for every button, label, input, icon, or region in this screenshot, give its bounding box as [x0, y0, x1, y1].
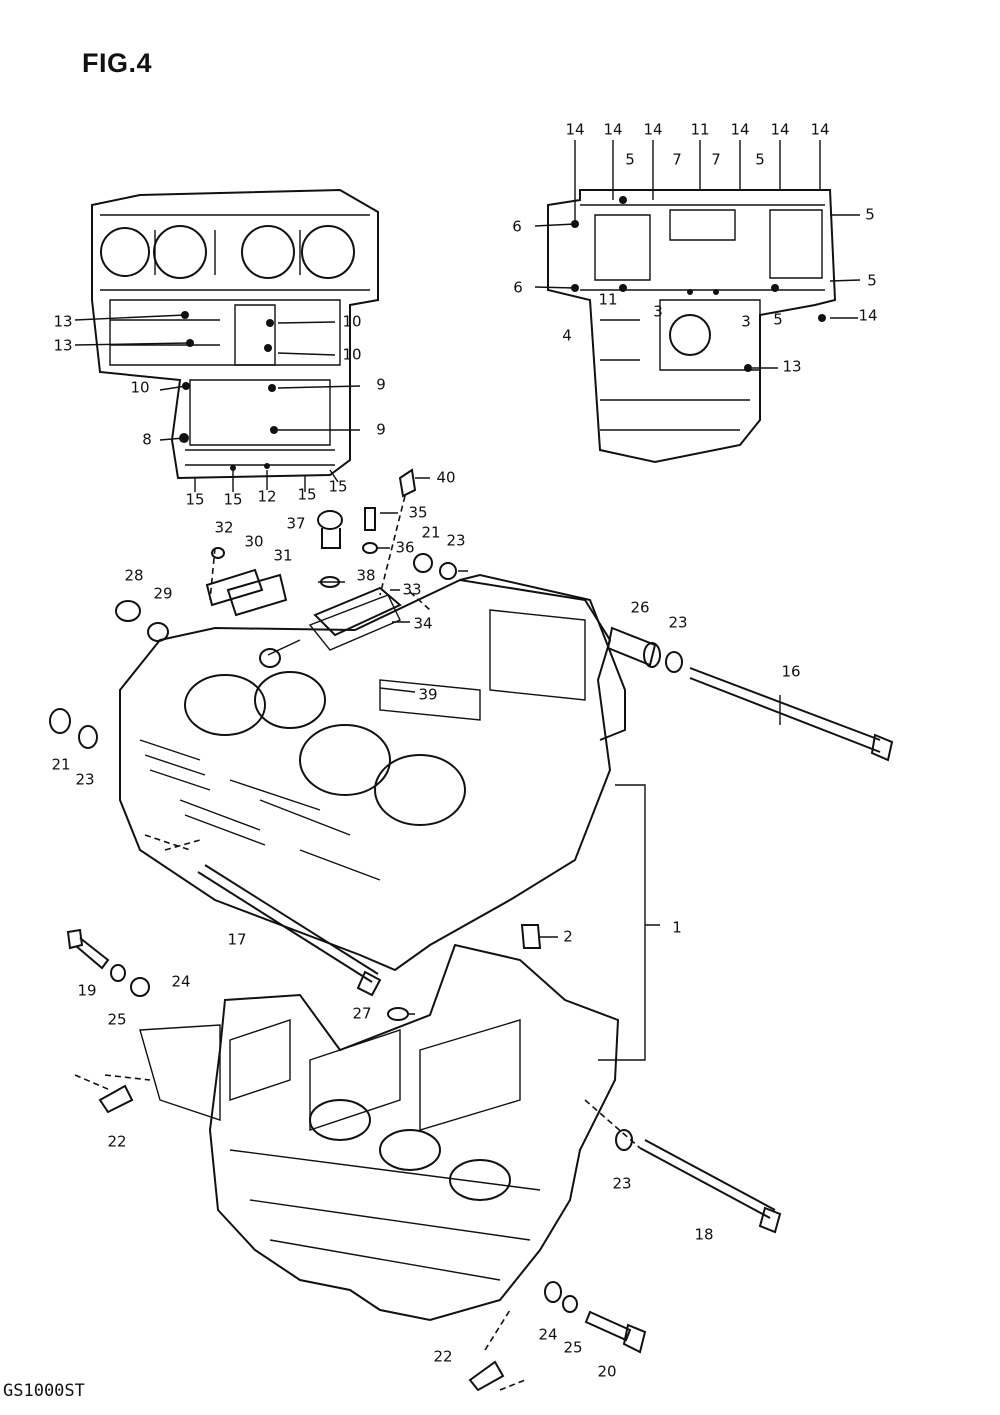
callout-11: 11 [598, 290, 618, 309]
callout-10: 10 [342, 345, 362, 364]
callout-16: 16 [781, 662, 801, 681]
callout-14: 14 [770, 120, 790, 139]
callout-9: 9 [376, 420, 386, 439]
callout-5: 5 [867, 271, 877, 290]
callout-7: 7 [672, 150, 682, 169]
upper-crankcase-view [74, 188, 379, 492]
callout-37: 37 [286, 514, 306, 533]
callout-23: 23 [75, 770, 95, 789]
figure-title: FIG.4 [82, 48, 153, 78]
callout-11: 11 [690, 120, 710, 139]
callout-14: 14 [643, 120, 663, 139]
callout-15: 15 [185, 490, 205, 509]
callout-9: 9 [376, 375, 386, 394]
callout-39: 39 [418, 685, 438, 704]
callout-25: 25 [563, 1338, 583, 1357]
callout-13: 13 [53, 312, 73, 331]
callout-26: 26 [630, 598, 650, 617]
callout-6: 6 [512, 217, 522, 236]
callout-17: 17 [227, 930, 247, 949]
callout-22: 22 [107, 1132, 127, 1151]
callout-15: 15 [297, 485, 317, 504]
callout-22: 22 [433, 1347, 453, 1366]
callout-15: 15 [223, 490, 243, 509]
callout-15: 15 [328, 477, 348, 496]
callout-40: 40 [436, 468, 456, 487]
callout-32: 32 [214, 518, 234, 537]
callout-28: 28 [124, 566, 144, 585]
callout-7: 7 [711, 150, 721, 169]
callout-4: 4 [562, 326, 572, 345]
callout-24: 24 [171, 972, 191, 991]
callout-14: 14 [858, 306, 878, 325]
callout-13: 13 [53, 336, 73, 355]
callout-3: 3 [741, 312, 751, 331]
callout-36: 36 [395, 538, 415, 557]
callout-10: 10 [342, 312, 362, 331]
callout-21: 21 [421, 523, 441, 542]
callout-23: 23 [668, 613, 688, 632]
callout-14: 14 [730, 120, 750, 139]
callout-5: 5 [773, 310, 783, 329]
callout-27: 27 [352, 1004, 372, 1023]
lower-crankcase-iso [66, 924, 782, 1392]
callout-21: 21 [51, 755, 71, 774]
callout-12: 12 [257, 487, 277, 506]
callout-6: 6 [513, 278, 523, 297]
callout-24: 24 [538, 1325, 558, 1344]
callout-19: 19 [77, 981, 97, 1000]
callout-25: 25 [107, 1010, 127, 1029]
callout-18: 18 [694, 1225, 714, 1244]
callout-13: 13 [782, 357, 802, 376]
callout-5: 5 [865, 205, 875, 224]
callout-2: 2 [563, 927, 573, 946]
callout-35: 35 [408, 503, 428, 522]
callout-30: 30 [244, 532, 264, 551]
callout-31: 31 [273, 546, 293, 565]
callout-23: 23 [612, 1174, 632, 1193]
callout-38: 38 [356, 566, 376, 585]
callout-5: 5 [755, 150, 765, 169]
callout-8: 8 [142, 430, 152, 449]
callout-14: 14 [603, 120, 623, 139]
callout-5: 5 [625, 150, 635, 169]
callout-14: 14 [810, 120, 830, 139]
callout-33: 33 [402, 580, 422, 599]
callout-1: 1 [672, 918, 682, 937]
callout-34: 34 [413, 614, 433, 633]
callout-20: 20 [597, 1362, 617, 1381]
lower-crankcase-view [534, 140, 861, 464]
callout-10: 10 [130, 378, 150, 397]
callout-14: 14 [565, 120, 585, 139]
upper-crankcase-iso [49, 468, 894, 1061]
callout-3: 3 [653, 302, 663, 321]
callout-23: 23 [446, 531, 466, 550]
callout-29: 29 [153, 584, 173, 603]
model-code: GS1000ST [3, 1381, 85, 1401]
